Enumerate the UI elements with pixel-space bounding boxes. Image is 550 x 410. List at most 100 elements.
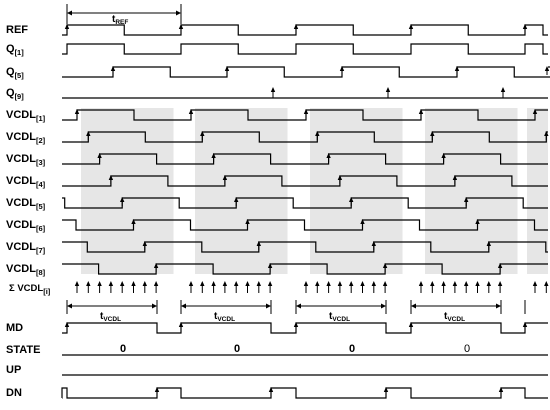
label-main: VCDL bbox=[6, 241, 36, 253]
vcdl3-edge-2-head bbox=[211, 153, 216, 158]
label-main: Q bbox=[6, 43, 15, 55]
vcdl7-edge-1-head bbox=[142, 241, 147, 246]
sum-arrow-1-8-head bbox=[153, 281, 159, 286]
vcdl6-edge-1-head bbox=[131, 219, 136, 224]
vcdl7-edge-4-head bbox=[486, 241, 491, 246]
label-main: DN bbox=[6, 387, 22, 399]
q9-edge-1-head bbox=[270, 87, 276, 92]
sum-arrow-4-1-head bbox=[418, 281, 424, 286]
vcdl4-edge-4-head bbox=[452, 175, 458, 180]
vcdl8-edge-4-head bbox=[497, 263, 503, 268]
label-main: VCDL bbox=[17, 283, 43, 294]
label-dn: DN bbox=[6, 387, 22, 399]
vcdl1-edge-2-head bbox=[188, 109, 194, 114]
state-value-2: 0 bbox=[234, 343, 240, 355]
ref-edge-4-head bbox=[408, 24, 414, 29]
label-prefix: Σ bbox=[9, 283, 17, 294]
ref-edge-2-head bbox=[178, 24, 184, 29]
label-sub: [1] bbox=[15, 48, 25, 57]
vcdl1-edge-4-head bbox=[418, 109, 424, 114]
vcdl3-edge-3-head bbox=[326, 153, 331, 158]
sum-arrow-5-1-head bbox=[532, 281, 538, 286]
label-sub: [9] bbox=[15, 92, 25, 101]
label-main: UP bbox=[6, 364, 21, 376]
label-sub: [i] bbox=[43, 287, 51, 296]
label-vcdl2: VCDL[2] bbox=[6, 131, 46, 145]
label-main: Q bbox=[6, 66, 15, 78]
md-edge-3-head bbox=[293, 322, 299, 327]
tvcdl-label-2: tVCDL bbox=[214, 311, 235, 323]
sum-arrow-2-7-head bbox=[256, 281, 261, 286]
label-vcdl5: VCDL[5] bbox=[6, 197, 46, 211]
vcdl6-edge-2-head bbox=[245, 219, 250, 224]
sum-arrow-4-3-head bbox=[441, 281, 446, 286]
sum-arrow-4-7-head bbox=[486, 281, 491, 286]
vcdl4-edge-1-head bbox=[108, 175, 114, 180]
sum-arrow-2-4-head bbox=[222, 281, 228, 286]
label-vcdl4: VCDL[4] bbox=[6, 175, 46, 189]
label-main: VCDL bbox=[6, 197, 36, 209]
state-value-1: 0 bbox=[120, 343, 126, 355]
label-q1: Q[1] bbox=[6, 43, 24, 57]
q9-edge-3-head bbox=[500, 87, 506, 92]
tvcdl-arrow-l-1 bbox=[67, 303, 72, 309]
dn-edge-4-head bbox=[498, 387, 504, 392]
vcdl2-edge-2-head bbox=[200, 131, 205, 136]
tvcdl-arrow-l-3 bbox=[296, 303, 301, 309]
sum-arrow-2-8-head bbox=[267, 281, 273, 286]
sum-arrow-3-1-head bbox=[303, 281, 309, 286]
vcdl3-edge-1-head bbox=[97, 153, 102, 158]
label-state: STATE bbox=[6, 344, 40, 356]
sum-arrow-4-2-head bbox=[430, 281, 435, 286]
sum-arrow-1-3-head bbox=[97, 281, 102, 286]
vcdl2-edge-4-head bbox=[430, 131, 435, 136]
vcdl5-edge-2-head bbox=[234, 197, 239, 202]
sum-arrow-3-4-head bbox=[337, 281, 343, 286]
label-ref: REF bbox=[6, 24, 28, 36]
wave-vcdl4 bbox=[62, 175, 548, 187]
wave-vcdl8 bbox=[62, 263, 548, 275]
label-sub: [5] bbox=[15, 71, 25, 80]
label-vcdl6: VCDL[6] bbox=[6, 219, 46, 233]
label-main: VCDL bbox=[6, 175, 36, 187]
tvcdl-label-3: tVCDL bbox=[329, 311, 350, 323]
state-value-3: 0 bbox=[349, 343, 355, 355]
vcdl8-edge-1-head bbox=[153, 263, 159, 268]
label-sum: Σ VCDL[i] bbox=[9, 283, 51, 296]
vcdl7-edge-3-head bbox=[371, 241, 376, 246]
wave-vcdl3 bbox=[62, 153, 548, 165]
sum-arrow-2-5-head bbox=[234, 281, 239, 286]
tvcdl-arrow-r-2 bbox=[266, 303, 271, 309]
ref-edge-3-head bbox=[293, 24, 299, 29]
vcdl6-edge-4-head bbox=[475, 219, 480, 224]
label-vcdl8: VCDL[8] bbox=[6, 263, 46, 277]
vcdl5-edge-3-head bbox=[349, 197, 354, 202]
shade-period-5 bbox=[527, 108, 548, 274]
label-q9: Q[9] bbox=[6, 87, 24, 101]
sum-arrow-3-5-head bbox=[349, 281, 354, 286]
vcdl1-edge-5-head bbox=[532, 109, 538, 114]
label-sub: [8] bbox=[36, 268, 46, 277]
q5-edge-3-head bbox=[339, 66, 345, 71]
vcdl6-edge-3-head bbox=[360, 219, 365, 224]
vcdl1-edge-3-head bbox=[303, 109, 309, 114]
tvcdl-arrow-r-1 bbox=[152, 303, 157, 309]
label-sub: [6] bbox=[36, 224, 46, 233]
tvcdl-arrow-r-4 bbox=[496, 303, 501, 309]
label-main: REF bbox=[6, 24, 28, 36]
label-up: UP bbox=[6, 364, 21, 376]
vcdl4-edge-2-head bbox=[222, 175, 228, 180]
label-main: VCDL bbox=[6, 109, 36, 121]
q5-edge-4-head bbox=[454, 66, 460, 71]
tvcdl-arrow-l-2 bbox=[181, 303, 186, 309]
wave-q1 bbox=[62, 43, 548, 55]
label-q5: Q[5] bbox=[6, 66, 24, 80]
shade-period-4 bbox=[425, 108, 518, 274]
dn-edge-1-head bbox=[154, 387, 160, 392]
q5-edge-1-head bbox=[110, 66, 116, 71]
sum-arrow-1-6-head bbox=[131, 281, 136, 286]
vcdl7-edge-2-head bbox=[256, 241, 261, 246]
tvcdl-label-1: tVCDL bbox=[100, 311, 121, 323]
